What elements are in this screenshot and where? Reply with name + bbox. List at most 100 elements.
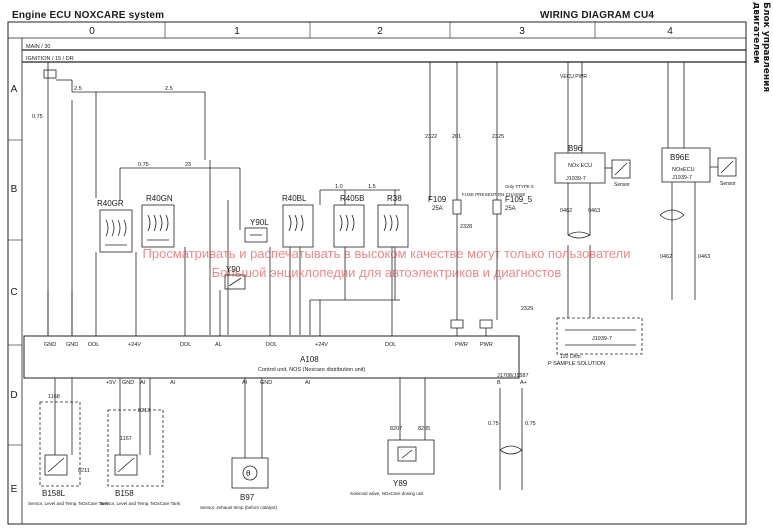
- j1708-wires: [499, 388, 523, 490]
- pin-top-pwr-2: PWR: [480, 342, 493, 348]
- solenoid-y90l: [209, 160, 268, 335]
- control-unit-a108-desc: Control unit, NOS (Noxcare distribution …: [258, 367, 365, 373]
- nox-ecu-b96e-sub: NOxECU: [672, 167, 695, 173]
- heater-r405b-label: R405B: [340, 194, 364, 203]
- solenoid-y90-label: Y90: [226, 265, 241, 274]
- pin-bottom-ai-1: AI: [140, 380, 146, 386]
- pin-bottom-a-plus: A+: [520, 380, 527, 386]
- pin-top-dol-1: DOL: [88, 342, 99, 348]
- control-unit-a108-label: A108: [300, 355, 319, 364]
- wire-label-23: 23: [185, 162, 191, 168]
- pin-top-24v-1: +24V: [128, 342, 141, 348]
- watermark-line-2: Большой энциклопедии для автоэлектриков …: [211, 265, 562, 280]
- solenoid-y90l-label: Y90L: [250, 218, 269, 227]
- wire-label-8207: 8207: [390, 426, 402, 432]
- pin-bottom-b: B: [497, 380, 501, 386]
- nox-ecu-b96-label: B96: [568, 144, 583, 153]
- wire-label-8213: 8213: [138, 408, 150, 414]
- watermark-line-1: Просматривать и распечатывать в высоком …: [142, 246, 631, 261]
- heater-feed-wires: [289, 189, 400, 335]
- wire-label-8205: 8205: [418, 426, 430, 432]
- nox-ecu-b96e-label: B96E: [670, 153, 690, 162]
- wire-label-0463-b: 0463: [698, 254, 710, 260]
- heater-r40bl: [282, 204, 314, 248]
- wire-label-0-75-b: 0.75: [138, 162, 149, 168]
- heater-r40bl-label: R40BL: [282, 194, 307, 203]
- wire-label-8211: 8211: [78, 468, 90, 474]
- column-label-4: 4: [667, 26, 673, 37]
- wire-label-0463-a: 0463: [588, 208, 600, 214]
- p-sample-block: [556, 317, 643, 355]
- fuse-f109-label: F109: [428, 195, 447, 204]
- wire-label-0-75-a: 0.75: [32, 114, 43, 120]
- row-label-d: D: [10, 390, 17, 401]
- p-sample-label: P SAMPLE SOLUTION: [548, 361, 605, 367]
- nox-ecu-b96-code: J1939-7: [566, 176, 586, 182]
- pin-top-dol-2: DOL: [180, 342, 191, 348]
- only-ttype-note: Only TTYPE 5: [505, 184, 534, 189]
- fuse-f109s-rating: 25A: [505, 206, 516, 212]
- sensor-b97: [231, 378, 269, 489]
- wire-label-2329: 2329: [521, 306, 533, 312]
- nox-ecu-b96e: [659, 62, 737, 300]
- column-label-0: 0: [89, 26, 95, 37]
- sensor-b96-label: Sensor: [614, 182, 630, 188]
- sensor-b97-desc: Sensor, exhaust temp (before catalyst): [200, 505, 278, 510]
- pin-bottom-ai-2: AI: [170, 380, 176, 386]
- wire-label-1168: 1168: [48, 394, 60, 400]
- pin-top-al: AL: [215, 342, 222, 348]
- wire-label-1-5: 1.5: [368, 184, 376, 190]
- solenoid-y90: [224, 274, 246, 290]
- wire-label-2328: 2328: [460, 224, 472, 230]
- wire-label-0462-b: 0462: [660, 254, 672, 260]
- p-sample-code: J1939-7: [592, 336, 612, 342]
- wire-label-2-5-a: 2.5: [74, 86, 82, 92]
- sensor-b158-desc: Sensor, Level and Temp, NOxCare Tank: [100, 501, 181, 506]
- j1708-label: J1708/J1587: [497, 373, 529, 379]
- sensor-b97-label: B97: [240, 493, 255, 502]
- pin-top-pwr-1: PWR: [455, 342, 468, 348]
- pin-bottom-gnd-2: GND: [260, 380, 272, 386]
- fuse-present-note: FUSE PRESENT ON CHASSIE: [462, 192, 525, 197]
- sensor-b158-label: B158: [115, 489, 134, 498]
- fuse-wires: [429, 62, 502, 329]
- fuse-f109s-label: F109_5: [505, 195, 533, 204]
- nox-ecu-b96: [554, 62, 631, 318]
- wire-label-201: 201: [452, 134, 461, 140]
- wire-label-2325: 2325: [492, 134, 504, 140]
- wire-label-2322: 2322: [425, 134, 437, 140]
- vecu-pwr-label: VECU PWR: [560, 74, 587, 80]
- sensor-b158: [107, 378, 164, 487]
- side-title: Блок управления двигателем: [751, 2, 771, 93]
- diagram-title: Engine ECU NOXCARE system: [12, 10, 165, 21]
- outer-frame: [7, 21, 747, 525]
- wire-label-0-75-d: 0.75: [525, 421, 536, 427]
- a108-top-wires: [47, 247, 487, 336]
- pin-bottom-ai-4: AI: [305, 380, 311, 386]
- solenoid-y89-desc: Solenoid valve, NOxCare dosing unit: [350, 491, 424, 496]
- heater-r405b: [333, 204, 365, 248]
- row-label-c: C: [10, 287, 17, 298]
- heater-r38: [377, 204, 409, 248]
- control-unit-a108: [23, 335, 520, 379]
- row-label-b: B: [11, 184, 18, 195]
- diagram-code-title: WIRING DIAGRAM CU4: [540, 10, 655, 21]
- row-label-a: A: [11, 84, 18, 95]
- wire-label-0462-a: 0462: [560, 208, 572, 214]
- column-label-3: 3: [519, 26, 525, 37]
- pin-top-gnd-2: GND: [66, 342, 78, 348]
- wire-label-0-75-c: 0.75: [488, 421, 499, 427]
- p-sample-resistor: 120 Ohm: [560, 354, 581, 360]
- rail-label-main: MAIN / 30: [26, 44, 50, 50]
- nox-ecu-b96e-code: J1939-7: [672, 175, 692, 181]
- power-rails: [22, 49, 746, 63]
- pin-top-gnd-1: GND: [44, 342, 56, 348]
- wire-label-1-0: 1.0: [335, 184, 343, 190]
- pin-top-dol-4: DOL: [385, 342, 396, 348]
- rail-label-ignition: IGNITION / 15 / DR: [26, 56, 74, 62]
- pin-bottom-gnd-1: GND: [122, 380, 134, 386]
- heater-r40gn-label: R40GN: [146, 194, 173, 203]
- column-dividers: [164, 22, 596, 38]
